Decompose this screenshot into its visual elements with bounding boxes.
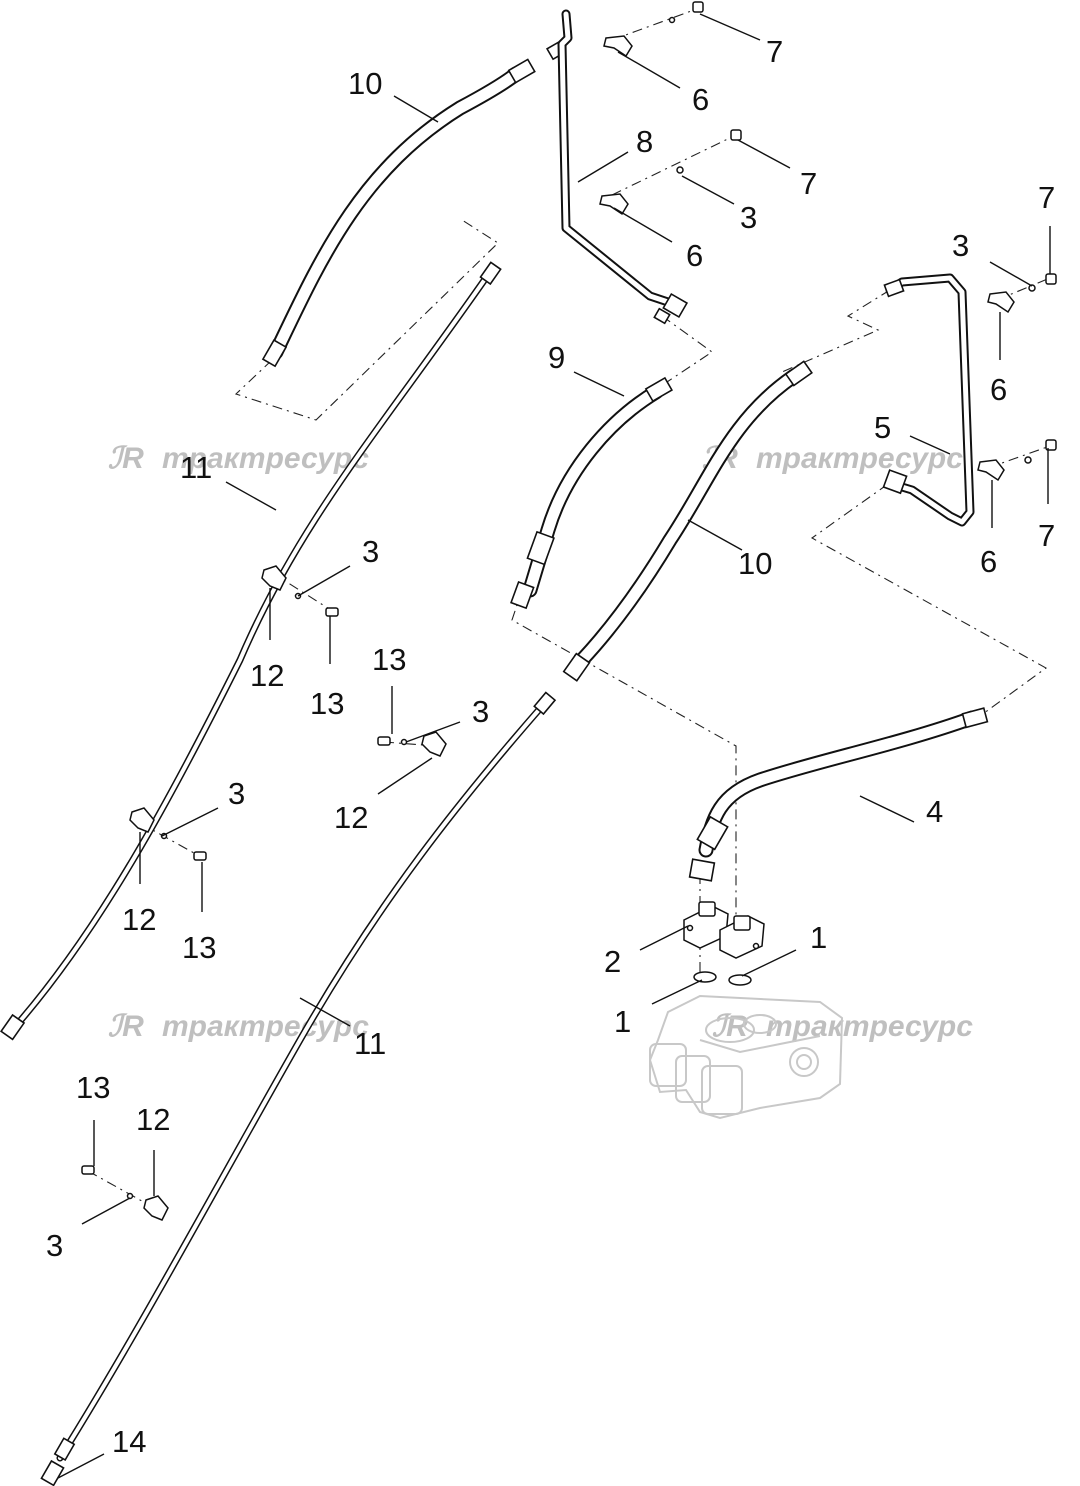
callout-13: 13 bbox=[76, 1070, 110, 1105]
watermark-text: трактресурс bbox=[162, 442, 369, 475]
control-valve-block bbox=[648, 994, 844, 1120]
callout-13: 13 bbox=[182, 930, 216, 965]
hose-10-upper bbox=[261, 40, 567, 368]
clamp-12-a bbox=[261, 565, 339, 617]
callout-11: 11 bbox=[180, 450, 212, 485]
callout-1: 1 bbox=[810, 920, 827, 955]
watermark-top-right: ℐR трактресурс bbox=[702, 442, 963, 475]
flange-part-2 bbox=[683, 901, 729, 949]
callout-3: 3 bbox=[472, 694, 489, 729]
watermark-logo-icon: ℐR bbox=[712, 1010, 748, 1043]
watermark-logo-icon: ℐR bbox=[108, 442, 144, 475]
clamp-6-mid bbox=[599, 193, 629, 216]
callout-9: 9 bbox=[548, 340, 565, 375]
callout-12: 12 bbox=[136, 1102, 170, 1137]
clamp-6-right-lower bbox=[977, 459, 1005, 482]
bolt-7-mid bbox=[676, 129, 742, 174]
watermark-logo-icon: ℐR bbox=[108, 1010, 144, 1043]
callout-10: 10 bbox=[738, 546, 772, 581]
watermark-text: трактресурс bbox=[766, 1010, 973, 1043]
tube-5 bbox=[882, 273, 975, 527]
watermark-text: трактресурс bbox=[162, 1010, 369, 1043]
callout-6: 6 bbox=[980, 544, 997, 579]
callout-3: 3 bbox=[362, 534, 379, 569]
flange-part-1 bbox=[719, 915, 765, 959]
line-11-center bbox=[40, 691, 557, 1486]
callout-6: 6 bbox=[692, 82, 709, 117]
callout-2: 2 bbox=[604, 944, 621, 979]
callout-6: 6 bbox=[686, 238, 703, 273]
clamp-12-d bbox=[81, 1165, 169, 1221]
callout-12: 12 bbox=[250, 658, 284, 693]
callout-7: 7 bbox=[1038, 180, 1055, 215]
bolt-7-top bbox=[668, 1, 704, 24]
callout-7: 7 bbox=[800, 166, 817, 201]
callout-labels: 1 1 2 3 3 3 3 3 3 4 5 6 6 6 6 7 7 7 7 8 … bbox=[46, 34, 1055, 1459]
callout-4: 4 bbox=[926, 794, 943, 829]
clamp-6-right-upper bbox=[987, 291, 1015, 314]
callout-13: 13 bbox=[310, 686, 344, 721]
hose-4 bbox=[688, 707, 989, 882]
o-ring-seals bbox=[693, 971, 752, 986]
callout-3: 3 bbox=[952, 228, 969, 263]
hose-9 bbox=[510, 376, 673, 610]
leader-lines bbox=[57, 13, 1051, 1479]
callout-7: 7 bbox=[766, 34, 783, 69]
callout-12: 12 bbox=[334, 800, 368, 835]
callout-14: 14 bbox=[112, 1424, 146, 1459]
callout-10: 10 bbox=[348, 66, 382, 101]
callout-1: 1 bbox=[614, 1004, 631, 1039]
callout-3: 3 bbox=[740, 200, 757, 235]
clamp-12-b bbox=[377, 731, 447, 757]
watermark-bottom-right: ℐR трактресурс bbox=[712, 1010, 973, 1043]
bolt-7-right-lower bbox=[1024, 439, 1057, 464]
line-11-left bbox=[0, 261, 502, 1041]
hose-10-middle bbox=[562, 360, 813, 682]
callout-3: 3 bbox=[46, 1228, 63, 1263]
watermark-top-left: ℐR трактресурс bbox=[108, 442, 369, 475]
callout-8: 8 bbox=[636, 124, 653, 159]
clamp-12-c bbox=[129, 807, 207, 861]
callout-6: 6 bbox=[990, 372, 1007, 407]
callout-11: 11 bbox=[354, 1026, 386, 1061]
callout-5: 5 bbox=[874, 410, 891, 445]
watermark-text: трактресурс bbox=[756, 442, 963, 475]
callout-3: 3 bbox=[228, 776, 245, 811]
tube-8 bbox=[557, 9, 689, 325]
bolt-7-right-upper bbox=[1028, 273, 1057, 292]
clamp-6-top bbox=[603, 35, 633, 58]
callout-7: 7 bbox=[1038, 518, 1055, 553]
callout-13: 13 bbox=[372, 642, 406, 677]
callout-12: 12 bbox=[122, 902, 156, 937]
watermark-bottom-left: ℐR трактресурс bbox=[108, 1010, 369, 1043]
